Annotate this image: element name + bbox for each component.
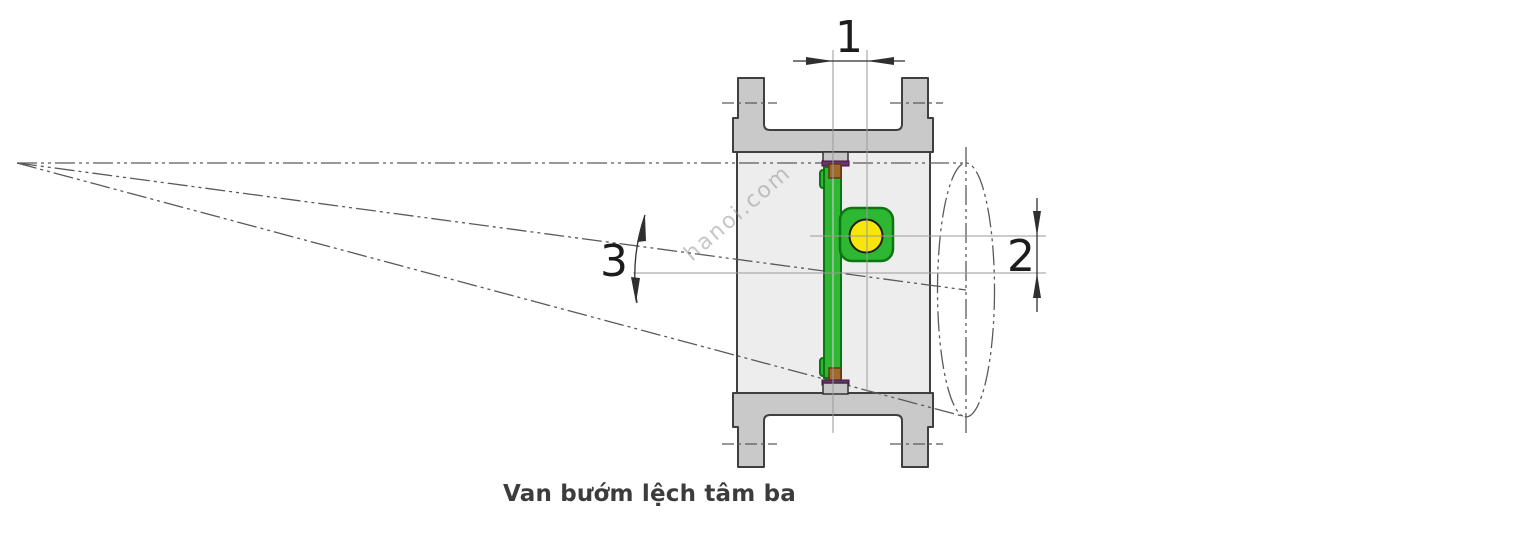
dim3-label: 3 bbox=[600, 236, 628, 287]
bottom-flange bbox=[732, 392, 934, 468]
dimension-3: 3 bbox=[600, 214, 646, 304]
top-packing bbox=[828, 163, 842, 179]
bottom-stem-boss bbox=[822, 382, 849, 395]
dim1-label: 1 bbox=[835, 12, 863, 63]
figure-caption: Van bướm lệch tâm ba bbox=[503, 481, 797, 507]
cone-edge-centerline bbox=[16, 162, 967, 418]
dim2-label: 2 bbox=[1007, 231, 1035, 282]
dim2-arrow-bottom bbox=[1033, 273, 1041, 298]
eccentric-centerlines bbox=[16, 162, 967, 418]
dim1-arrow-right bbox=[867, 57, 894, 65]
top-flange bbox=[732, 77, 934, 153]
dimension-1: 1 bbox=[793, 12, 905, 65]
seat-ellipse bbox=[936, 162, 996, 418]
cone-axis-centerline bbox=[16, 162, 967, 291]
dim2-arrow-top bbox=[1033, 211, 1041, 236]
dim1-arrow-left bbox=[806, 57, 833, 65]
dim3-arrow-top bbox=[637, 216, 646, 242]
seat-projection bbox=[936, 147, 996, 433]
bolt-centerlines bbox=[722, 102, 943, 445]
dim3-arrow-bottom bbox=[631, 277, 640, 303]
extension-lines bbox=[633, 50, 1046, 433]
dimension-2: 2 bbox=[1007, 198, 1041, 312]
